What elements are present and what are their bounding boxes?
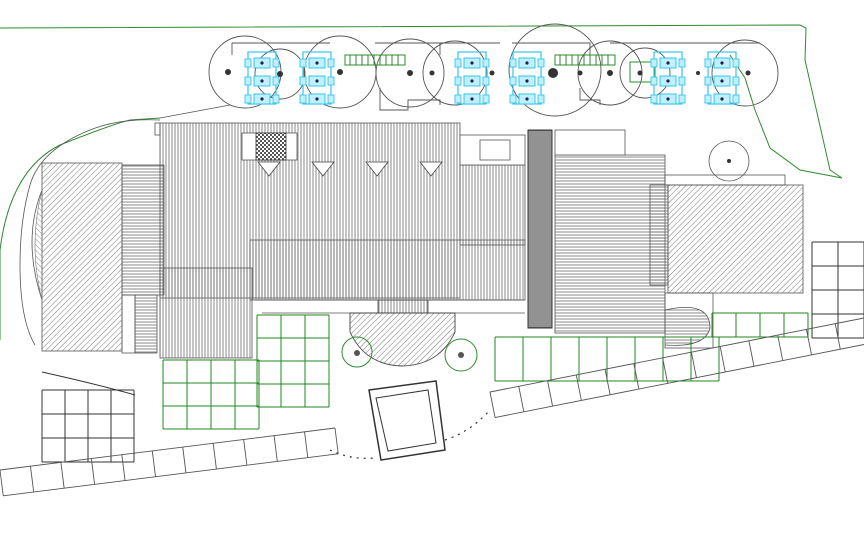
staircase — [121, 294, 158, 354]
site-boundary-north — [159, 104, 231, 119]
entrance-tree-trunks — [354, 350, 464, 358]
entrance-kiosk — [368, 380, 446, 461]
curb-segment — [0, 427, 339, 497]
table-set — [299, 51, 335, 105]
site-boundary-line — [0, 24, 843, 179]
west-wing-roof — [31, 162, 165, 352]
table-set — [704, 51, 740, 105]
entrance-trees — [341, 336, 478, 372]
paving-grid — [162, 359, 260, 430]
table-set — [650, 51, 686, 105]
site-boundary-west-inner — [19, 119, 161, 346]
central-stair — [527, 129, 553, 329]
curb-segment — [489, 317, 864, 418]
entrance-path-dots — [329, 409, 491, 459]
circular-entrance-canopy — [255, 299, 525, 367]
paving-grid — [711, 312, 809, 338]
main-building-roof — [154, 122, 526, 359]
table-set — [454, 51, 490, 105]
terrace-green-rails — [344, 54, 656, 83]
paving-grid — [41, 389, 135, 463]
paving-grid — [494, 336, 720, 382]
table-sets — [244, 51, 740, 105]
paved-plaza-grid — [41, 241, 864, 463]
table-set — [244, 51, 280, 105]
terrace-trees — [225, 68, 751, 78]
east-wing-roof — [554, 129, 804, 349]
table-set — [509, 51, 545, 105]
street-curb — [0, 317, 864, 497]
paving-grid — [256, 314, 330, 408]
site-boundary-west — [0, 117, 161, 340]
dining-terrace — [208, 23, 779, 117]
